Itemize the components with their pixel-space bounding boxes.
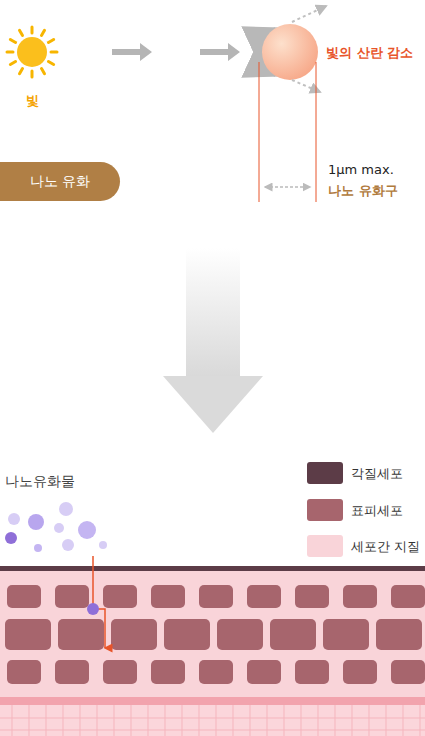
grid-line [97, 705, 98, 736]
grid-line [182, 705, 183, 736]
epidermal-cell [217, 619, 263, 650]
grid-line [335, 705, 336, 736]
epidermal-cell [55, 585, 89, 608]
sun-ray [42, 30, 45, 35]
epidermal-cell [343, 660, 377, 684]
light-arrows [112, 43, 240, 61]
grid-line [352, 705, 353, 736]
epidermal-cell [103, 660, 137, 684]
epidermal-cell [270, 619, 316, 650]
legend-swatch [307, 499, 343, 521]
epidermal-cell [151, 660, 185, 684]
dimension-lines [259, 62, 316, 202]
big-down-arrow [163, 248, 263, 433]
epidermal-cell [111, 619, 157, 650]
epidermal-cell [55, 660, 89, 684]
grid-line [301, 705, 302, 736]
sun-icon [7, 27, 57, 77]
legend-text: 세포간 지질 [351, 538, 420, 556]
emulsion-label: 나노유화물 [5, 473, 75, 491]
epidermal-cell [7, 660, 41, 684]
sun-ray [31, 27, 34, 33]
sun-ray [51, 51, 57, 54]
grid-line [420, 705, 421, 736]
epidermal-cell [247, 660, 281, 684]
grid-line [250, 705, 251, 736]
epidermal-cell [295, 585, 329, 608]
grid-line [63, 705, 64, 736]
sun-ray [48, 62, 53, 65]
epidermal-cell [7, 585, 41, 608]
sun-ray [20, 30, 23, 35]
sun-ray [42, 68, 45, 73]
legend-swatch [307, 535, 343, 557]
sun-ray [10, 40, 15, 43]
grid-line [403, 705, 404, 736]
grid-line [318, 705, 319, 736]
sphere-label: 나노 유화구 [328, 182, 398, 200]
grid-line [386, 705, 387, 736]
epidermal-cell [5, 619, 51, 650]
sun-ray [7, 51, 13, 54]
epidermal-cell [199, 585, 233, 608]
epidermal-cell [103, 585, 137, 608]
scatter-dotted [292, 6, 326, 92]
grid-line [12, 705, 13, 736]
size-label: 1μm max. [328, 162, 394, 177]
grid-line [114, 705, 115, 736]
process-pill: 나노 유화 [0, 162, 120, 201]
epidermal-cell [391, 585, 425, 608]
grid-line [284, 705, 285, 736]
grid-line [0, 718, 425, 719]
grid-line [267, 705, 268, 736]
grid-line [29, 705, 30, 736]
epidermal-cell [164, 619, 210, 650]
epidermal-cell [199, 660, 233, 684]
grid-line [80, 705, 81, 736]
legend-swatch [307, 462, 343, 484]
epidermal-cell [58, 619, 104, 650]
sun-ray [20, 68, 23, 73]
epidermal-cell [151, 585, 185, 608]
epidermal-cell [391, 660, 425, 684]
sun-ray [10, 62, 15, 65]
sun-ray [31, 71, 34, 77]
emulsion-bubbles [5, 502, 107, 552]
grid-line [199, 705, 200, 736]
grid-line [131, 705, 132, 736]
grid-line [369, 705, 370, 736]
legend-text: 각질세포 [351, 465, 403, 483]
epidermal-cell [295, 660, 329, 684]
node-text: 나노 유화 [30, 173, 90, 191]
skin-layers [0, 566, 425, 736]
light-label: 빛 [26, 92, 39, 110]
penetration-path [87, 556, 105, 648]
grid-line [0, 730, 425, 731]
grid-line [46, 705, 47, 736]
nano-sphere [262, 24, 318, 80]
legend-text: 표피세포 [351, 502, 403, 520]
grid-line [233, 705, 234, 736]
grid-line [148, 705, 149, 736]
epidermal-cell [343, 585, 377, 608]
grid-line [165, 705, 166, 736]
epidermal-cell [247, 585, 281, 608]
epidermal-cell [376, 619, 422, 650]
sun-ray [48, 40, 53, 43]
scatter-label: 빛의 산란 감소 [326, 44, 413, 62]
grid-line [216, 705, 217, 736]
epidermal-cell [323, 619, 369, 650]
